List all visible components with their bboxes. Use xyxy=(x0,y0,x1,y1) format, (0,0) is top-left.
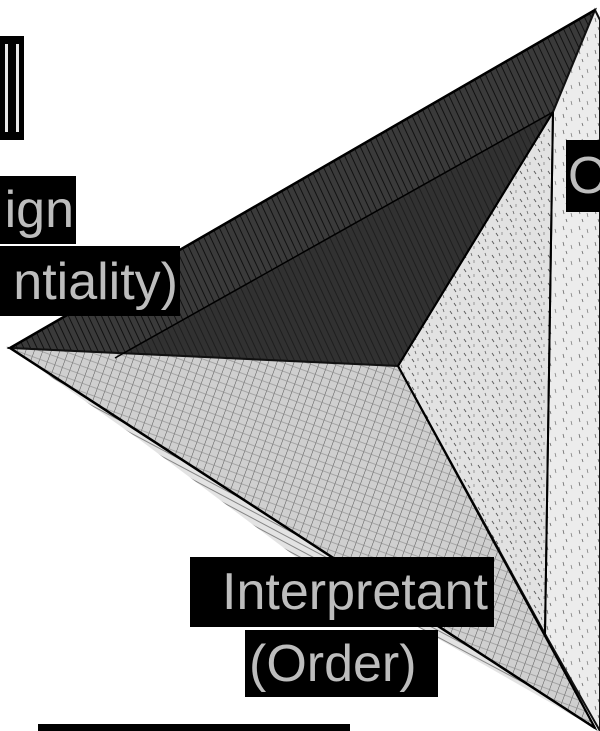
sign-label-text: ign xyxy=(5,182,74,238)
interpretant-order-text: (Order) xyxy=(249,636,417,692)
interpretant-label-text: Interpretant xyxy=(222,564,488,620)
bottom-rule-line xyxy=(38,724,350,731)
sign-potentiality-text: ntiality) xyxy=(13,254,178,310)
object-label: O xyxy=(566,140,600,212)
interpretant-order-label: (Order) xyxy=(245,630,438,697)
top-left-label-box xyxy=(0,36,24,140)
top-left-label-glyph xyxy=(5,44,19,132)
sign-potentiality-label: ntiality) xyxy=(0,246,180,316)
object-label-text: O xyxy=(568,148,600,204)
sign-label: ign xyxy=(0,176,76,244)
interpretant-label: Interpretant xyxy=(190,557,494,627)
